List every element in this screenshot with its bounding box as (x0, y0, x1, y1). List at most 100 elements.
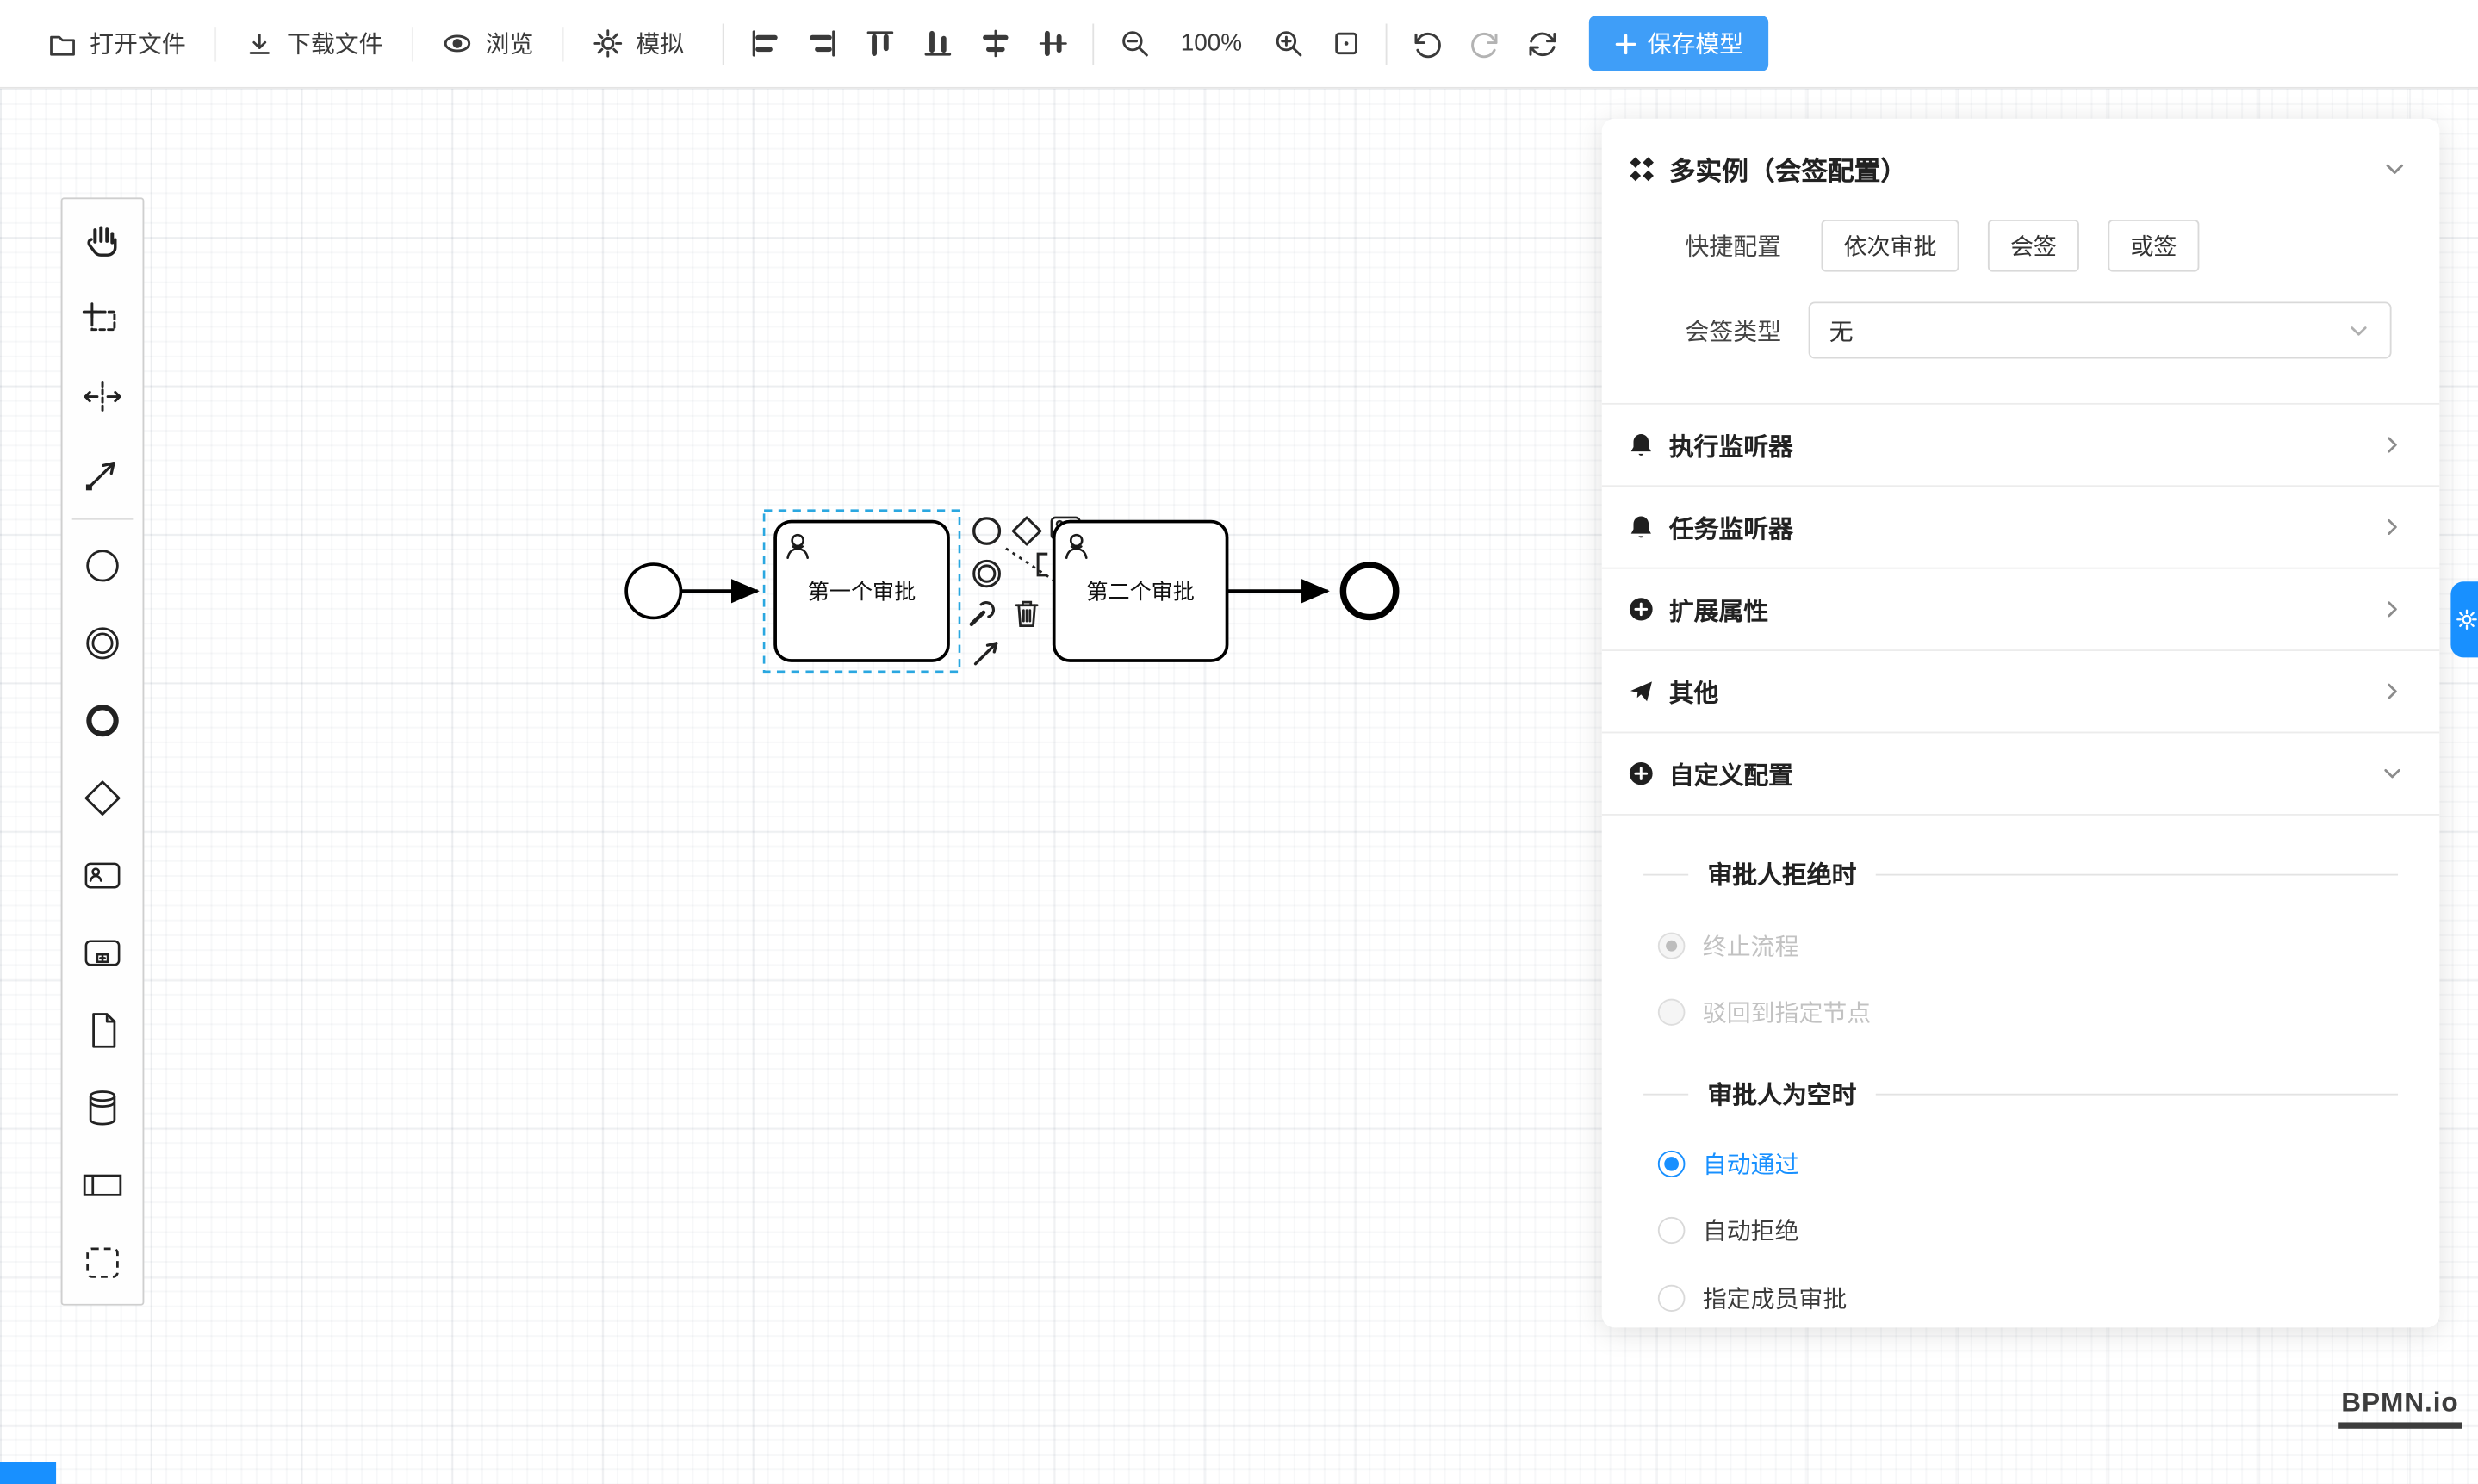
panel-header[interactable]: 多实例（会签配置） (1602, 119, 2440, 198)
align-center-vertical-button[interactable] (1025, 15, 1079, 71)
bell-icon (1630, 516, 1651, 538)
quick-config-label: 快捷配置 (1685, 233, 1782, 260)
section-task-listener[interactable]: 任务监听器 (1601, 487, 2440, 569)
redo-button[interactable] (1458, 15, 1512, 71)
quick-config-options: 依次审批 会签 或签 (1821, 219, 2200, 271)
section-other[interactable]: 其他 (1601, 651, 2440, 734)
start-event-shape[interactable] (624, 562, 683, 620)
radio-button[interactable] (1657, 1215, 1686, 1244)
palette-hand-tool[interactable] (65, 202, 140, 280)
align-top-button[interactable] (852, 15, 906, 71)
chevron-down-icon (2384, 768, 2400, 779)
pad-text-annotation[interactable] (1036, 552, 1048, 577)
pad-append-gateway[interactable] (1011, 516, 1042, 546)
bpmn-diagram[interactable]: 第一个审批 (0, 89, 1602, 1069)
align-bottom-icon (923, 30, 951, 56)
pad-wrench-icon[interactable] (969, 601, 995, 627)
palette-data-store[interactable] (65, 1068, 140, 1146)
user-task-2[interactable]: 第二个审批 (1052, 519, 1229, 662)
simulate-button[interactable]: 模拟 (567, 15, 710, 71)
section-extended-properties[interactable]: 扩展属性 (1601, 569, 2440, 651)
divider (214, 26, 217, 61)
pad-delete-icon[interactable] (1015, 600, 1039, 628)
undo-icon (1415, 32, 1442, 58)
radio-button[interactable] (1657, 997, 1686, 1025)
bpmn-canvas[interactable]: 第一个审批 (0, 88, 2478, 1484)
align-right-icon (809, 30, 835, 57)
palette-group[interactable] (65, 1223, 140, 1301)
simulate-label: 模拟 (636, 31, 685, 59)
refresh-icon (1530, 31, 1557, 56)
fit-viewport-button[interactable] (1319, 15, 1373, 71)
chevron-right-icon (2388, 518, 2397, 535)
sign-type-value: 无 (1829, 318, 1854, 345)
pad-append-event[interactable] (972, 517, 1002, 545)
zoom-out-icon (1121, 31, 1148, 57)
pad-append-intermediate-event[interactable] (972, 559, 1001, 588)
properties-panel: 多实例（会签配置） 快捷配置 依次审批 会签 或签 会签类型 无 (1601, 118, 2440, 1328)
palette-user-task[interactable] (65, 836, 140, 914)
open-file-button[interactable]: 打开文件 (22, 15, 211, 71)
radio-button[interactable] (1657, 931, 1686, 959)
redo-icon (1471, 32, 1499, 58)
palette-gateway[interactable] (65, 759, 140, 836)
settings-tab[interactable] (2450, 581, 2478, 658)
refresh-button[interactable] (1516, 15, 1570, 71)
align-bottom-button[interactable] (910, 15, 964, 71)
end-event-shape[interactable] (1339, 562, 1400, 621)
undo-button[interactable] (1400, 15, 1455, 71)
radio-return-to-node[interactable]: 驳回到指定节点 (1602, 996, 2440, 1028)
person-icon (1065, 533, 1088, 560)
fit-viewport-icon (1335, 32, 1357, 55)
sign-type-select[interactable]: 无 (1808, 301, 2392, 359)
align-top-icon (866, 31, 893, 56)
radio-auto-pass[interactable]: 自动通过 (1602, 1147, 2440, 1179)
connection-preview (1005, 547, 1057, 583)
bpmn-io-logo[interactable]: BPMN.io (2338, 1388, 2462, 1429)
palette-lasso-tool[interactable] (65, 280, 140, 357)
palette-data-object[interactable] (65, 991, 140, 1069)
palette-participant-pool[interactable] (65, 1146, 140, 1223)
palette-space-tool[interactable] (65, 357, 140, 435)
hand-icon (87, 225, 117, 256)
pad-connect-icon[interactable] (973, 642, 998, 666)
radio-auto-reject[interactable]: 自动拒绝 (1602, 1214, 2440, 1245)
palette-start-event[interactable] (65, 526, 140, 604)
preview-button[interactable]: 浏览 (417, 15, 560, 71)
radio-assign-member[interactable]: 指定成员审批 (1602, 1282, 2440, 1313)
divider (1092, 22, 1095, 65)
participant-pool-icon (83, 1173, 122, 1195)
divider (722, 22, 724, 65)
section-label: 其他 (1668, 680, 1719, 708)
quick-option-orsign[interactable]: 或签 (2108, 219, 2200, 271)
download-file-button[interactable]: 下载文件 (220, 15, 408, 71)
quick-option-countersign[interactable]: 会签 (1987, 219, 2079, 271)
palette-subprocess[interactable] (65, 914, 140, 991)
quick-option-sequential[interactable]: 依次审批 (1821, 219, 1959, 271)
user-task-1[interactable]: 第一个审批 (773, 519, 950, 662)
save-model-button[interactable]: 保存模型 (1589, 16, 1769, 71)
section-execution-listener[interactable]: 执行监听器 (1601, 405, 2440, 487)
palette-end-event[interactable] (65, 681, 140, 759)
space-tool-icon (84, 380, 121, 413)
zoom-in-button[interactable] (1261, 15, 1315, 71)
align-left-button[interactable] (737, 15, 792, 71)
radio-button[interactable] (1657, 1149, 1686, 1177)
chevron-down-icon[interactable] (2382, 157, 2407, 182)
radio-terminate-process[interactable]: 终止流程 (1602, 929, 2440, 961)
radio-label: 自动通过 (1702, 1151, 1799, 1178)
palette-global-connect-tool[interactable] (65, 435, 140, 512)
palette-intermediate-event[interactable] (65, 604, 140, 681)
reject-group-header: 审批人拒绝时 (1643, 854, 2398, 895)
lasso-icon (82, 301, 116, 331)
zoom-out-button[interactable] (1107, 15, 1161, 71)
radio-button[interactable] (1657, 1283, 1686, 1312)
sign-type-row: 会签类型 无 (1602, 301, 2440, 359)
task2-label: 第二个审批 (1086, 581, 1194, 605)
radio-label: 自动拒绝 (1702, 1217, 1799, 1245)
chevron-right-icon (2388, 683, 2397, 699)
section-custom-config[interactable]: 自定义配置 (1601, 733, 2440, 816)
align-center-horizontal-button[interactable] (967, 15, 1022, 71)
align-right-button[interactable] (795, 15, 849, 71)
chevron-down-icon (2351, 326, 2367, 335)
